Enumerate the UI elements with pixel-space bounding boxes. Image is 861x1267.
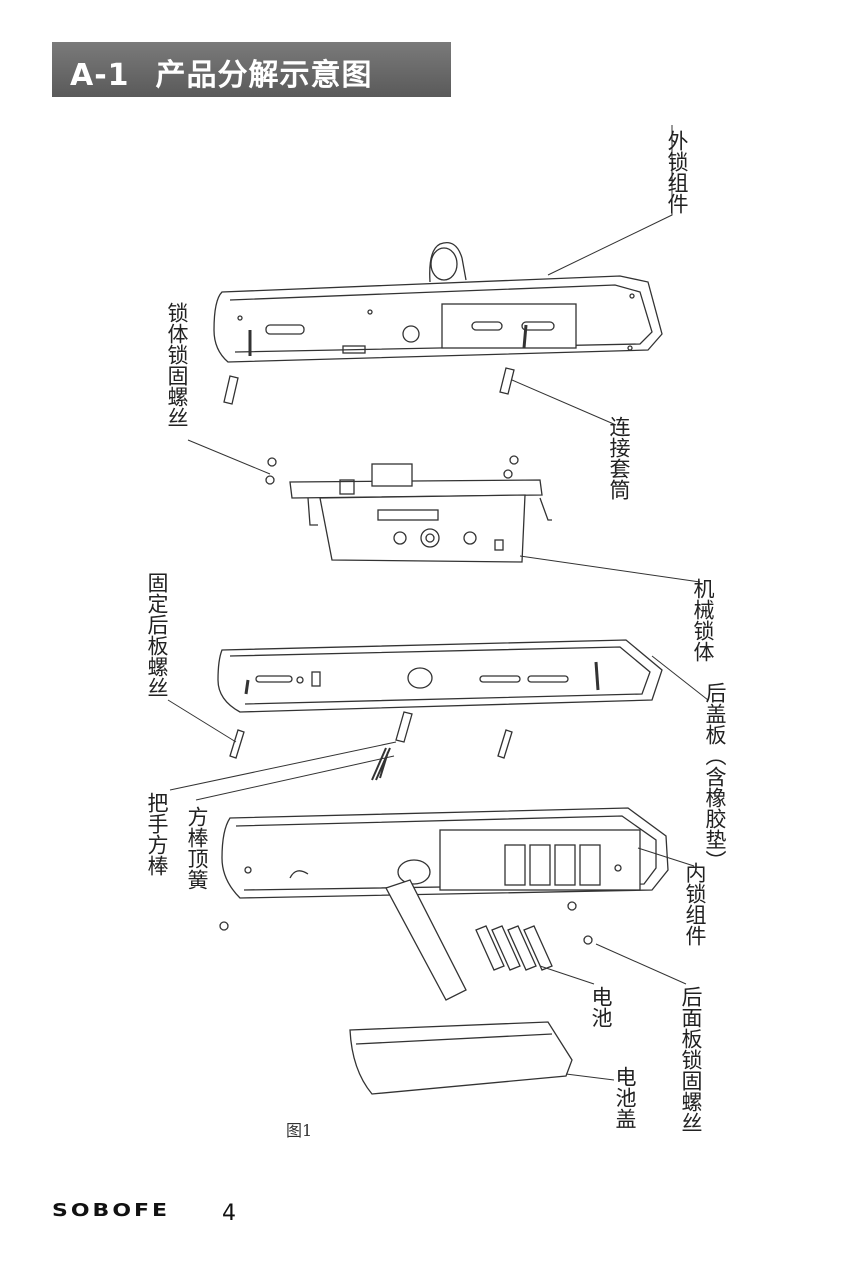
section-code: A-1: [70, 58, 130, 93]
leader-lines: [167, 125, 709, 1081]
callout-back-cover: 后盖板（含橡胶垫）: [703, 682, 727, 871]
callout-back-plate-screw: 固定后板螺丝: [145, 572, 169, 698]
callout-mechanical-lock-body: 机械锁体: [691, 578, 715, 662]
page-number: 4: [222, 1201, 236, 1226]
section-heading: 产品分解示意图: [155, 58, 373, 93]
rear-panel-screws: [219, 901, 593, 945]
square-spindle-spring: [371, 747, 391, 781]
back-plate-screws: [229, 711, 513, 759]
callout-outer-lock: 外锁组件: [665, 130, 689, 214]
battery-cover: [349, 1021, 573, 1095]
callout-battery: 电池: [589, 986, 613, 1028]
callout-rear-panel-screw: 后面板锁固螺丝: [679, 986, 703, 1133]
back-cover-plate: [217, 639, 663, 713]
inner-lock-assembly: [221, 807, 669, 1001]
callout-lock-body-screw: 锁体锁固螺丝: [165, 302, 189, 428]
section-title: A-1 产品分解示意图: [70, 50, 373, 94]
outer-lock-assembly: [213, 241, 663, 363]
figure-label: 图1: [286, 1121, 313, 1140]
callout-battery-cover: 电池盖: [613, 1066, 637, 1129]
callout-inner-lock: 内锁组件: [683, 862, 707, 946]
callout-handle-spindle: 把手方棒: [145, 792, 169, 876]
callout-square-spindle-spring: 方棒顶簧: [185, 806, 209, 890]
callout-connecting-sleeve: 连接套筒: [607, 416, 631, 500]
batteries: [475, 925, 553, 971]
mechanical-lock-body: [289, 463, 552, 563]
lock-body-screws: [265, 455, 519, 485]
section-header: A-1 产品分解示意图: [52, 42, 451, 97]
brand-logo: SOBOFE: [52, 1201, 171, 1221]
connecting-sleeves: [223, 367, 515, 405]
